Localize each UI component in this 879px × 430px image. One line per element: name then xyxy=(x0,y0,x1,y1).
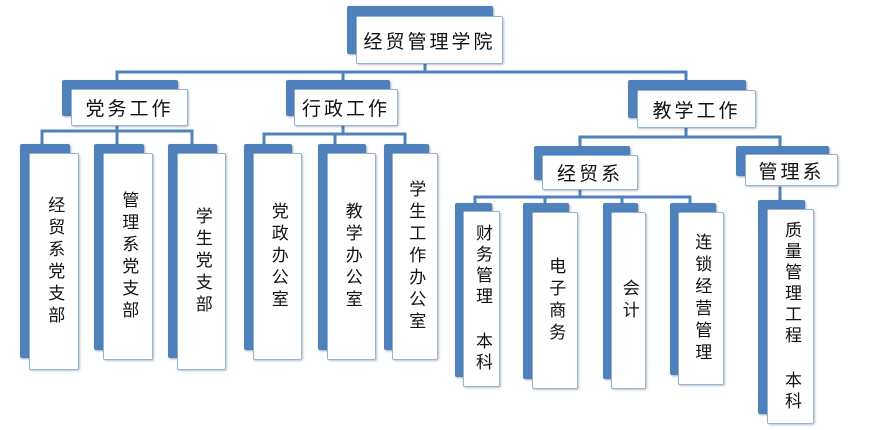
major-financial-management: 财务管理 本科 xyxy=(455,203,500,387)
node-label: 经贸系党支部 xyxy=(44,195,65,328)
branch-label: 教学工作 xyxy=(652,99,741,122)
office-teaching: 教学办公室 xyxy=(318,144,376,360)
node-label: 党政办公室 xyxy=(267,201,288,312)
dept-management: 管理系 xyxy=(736,146,838,186)
root-node: 经贸管理学院 xyxy=(347,6,503,64)
root-label: 经贸管理学院 xyxy=(363,30,496,53)
node-label: 学生工作办公室 xyxy=(405,179,426,334)
party-branch-student: 学生党支部 xyxy=(168,144,226,370)
node-label: 管理系 xyxy=(758,160,825,183)
branch-party-affairs: 党务工作 xyxy=(62,80,188,126)
node-label: 学生党支部 xyxy=(191,206,212,317)
office-student-affairs: 学生工作办公室 xyxy=(384,144,438,360)
branch-administration: 行政工作 xyxy=(286,80,398,126)
office-party-admin: 党政办公室 xyxy=(244,144,302,360)
node-label: 电子商务 xyxy=(545,256,566,345)
node-label: 教学办公室 xyxy=(341,201,362,312)
branch-teaching: 教学工作 xyxy=(628,80,756,128)
node-label: 管理系党支部 xyxy=(118,190,139,323)
node-label: 连锁经营管理 xyxy=(691,232,712,365)
major-accounting: 会计 xyxy=(603,203,646,389)
branch-label: 行政工作 xyxy=(301,98,390,120)
party-branch-econ: 经贸系党支部 xyxy=(20,144,79,370)
party-branch-mgmt: 管理系党支部 xyxy=(94,144,153,360)
major-e-commerce: 电子商务 xyxy=(523,203,578,389)
major-quality-management: 质量管理工程 本科 xyxy=(758,200,814,424)
node-label: 经贸系 xyxy=(556,163,623,185)
branch-label: 党务工作 xyxy=(85,98,174,120)
node-label: 质量管理工程 本科 xyxy=(780,220,801,413)
node-label: 会计 xyxy=(618,278,639,323)
major-chain-operation: 连锁经营管理 xyxy=(670,203,724,385)
dept-economics-trade: 经贸系 xyxy=(534,146,638,190)
node-label: 财务管理 本科 xyxy=(471,224,492,374)
